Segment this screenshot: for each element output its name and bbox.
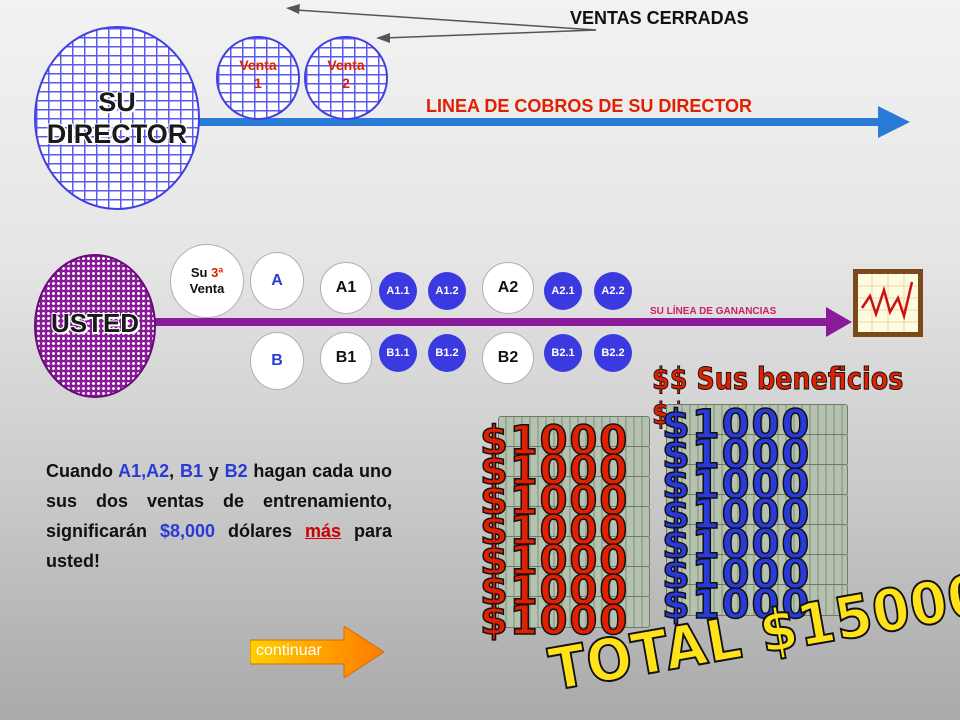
node-B2: B2 — [482, 332, 534, 384]
money-label: $1000 — [661, 522, 812, 568]
node-B1-2: B1.2 — [428, 334, 466, 372]
bill — [498, 476, 650, 508]
continue-button-label: continuar — [256, 642, 322, 659]
ventas-cerradas-label: VENTAS CERRADAS — [570, 8, 749, 28]
node-B2-2: B2.2 — [594, 334, 632, 372]
bill — [666, 494, 848, 526]
venta-1-circle — [216, 36, 300, 120]
money-label: $1000 — [479, 598, 630, 644]
bill — [498, 506, 650, 538]
node-A1-1: A1.1 — [379, 272, 417, 310]
message-paragraph: Cuando A1,A2, B1 y B2 hagan cada uno sus… — [46, 461, 392, 571]
usted-arrow-head — [826, 307, 852, 337]
money-label: $1000 — [479, 538, 630, 584]
usted-circle — [34, 254, 156, 398]
venta-1-label: Venta 1 — [239, 57, 277, 91]
node-A1-2: A1.2 — [428, 272, 466, 310]
money-label: $1000 — [661, 462, 812, 508]
director-line — [190, 118, 880, 126]
bill — [498, 566, 650, 598]
node-B: B — [250, 332, 304, 390]
node-B1: B1 — [320, 332, 372, 384]
director-arrow-head — [878, 106, 910, 138]
node-A2-2: A2.2 — [594, 272, 632, 310]
director-circle — [34, 26, 200, 210]
bill — [498, 446, 650, 478]
director-label: SU DIRECTOR — [34, 86, 200, 150]
money-label: $1000 — [479, 508, 630, 554]
director-label-line1: SU — [98, 87, 136, 117]
money-label: $1000 — [661, 582, 812, 628]
money-label: $1000 — [479, 418, 630, 464]
node-B1-1: B1.1 — [379, 334, 417, 372]
venta-2-circle — [304, 36, 388, 120]
pointer-line-1 — [295, 9, 597, 31]
money-label: $1000 — [661, 552, 812, 598]
bill — [498, 596, 650, 628]
mas-emphasis: más — [304, 521, 342, 541]
node-A2: A2 — [482, 262, 534, 314]
money-label: $1000 — [479, 568, 630, 614]
money-stack-left: $1000 $1000 $1000 $1000 $1000 $1000 $100… — [479, 408, 650, 648]
money-label: $1000 — [661, 432, 812, 478]
node-A2-1: A2.1 — [544, 272, 582, 310]
money-stack-right: $1000 $1000 $1000 $1000 $1000 $1000 $100… — [656, 400, 856, 630]
venta-2-label: Venta 2 — [327, 57, 365, 91]
linea-ganancias-label: SU LÍNEA DE GANANCIAS — [650, 306, 777, 317]
continue-button[interactable]: continuar — [250, 626, 386, 678]
linea-director-label: LINEA DE COBROS DE SU DIRECTOR — [426, 96, 753, 116]
money-label: $1000 — [661, 402, 812, 448]
director-label-line2: DIRECTOR — [46, 119, 188, 149]
usted-label: USTED — [50, 308, 140, 338]
su-tercera-venta-node: Su 3ª Venta — [170, 244, 244, 318]
bill — [498, 416, 650, 448]
money-label: $1000 — [479, 478, 630, 524]
node-A: A — [250, 252, 304, 310]
usted-line — [150, 318, 830, 326]
bill — [666, 584, 848, 616]
pointer-line-2 — [383, 29, 597, 39]
money-label: $1000 — [479, 448, 630, 494]
bill — [666, 434, 848, 466]
node-A1: A1 — [320, 262, 372, 314]
money-label: $1000 — [661, 492, 812, 538]
beneficios-title: $$ Sus beneficios $$ — [652, 362, 904, 433]
node-B2-1: B2.1 — [544, 334, 582, 372]
growth-chart-icon — [853, 269, 923, 337]
bill — [666, 464, 848, 496]
